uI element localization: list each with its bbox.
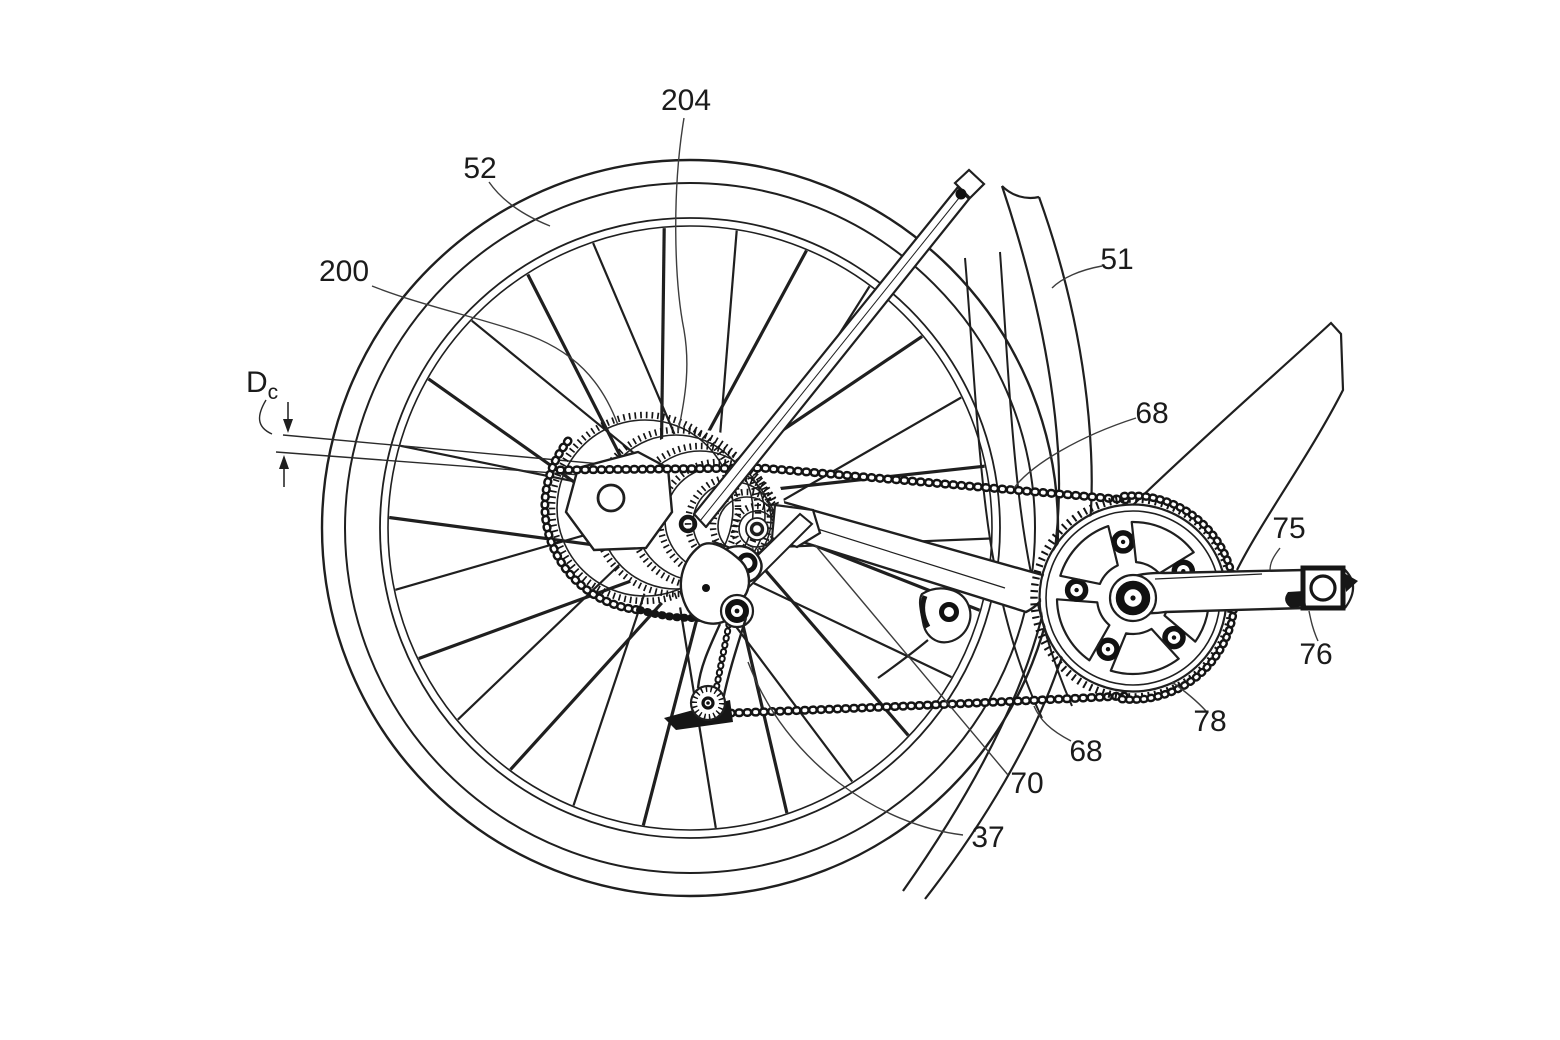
label-76: 76 — [1299, 638, 1332, 671]
spoke — [457, 564, 620, 721]
boss-wing-left — [1285, 591, 1306, 608]
rim-inner-circle — [387, 225, 993, 831]
pedal-axle-hole — [1309, 574, 1337, 602]
leader-51 — [1051, 265, 1103, 289]
rim-outer-circle — [379, 217, 1001, 839]
spoke — [749, 580, 952, 679]
chain-upper-run — [555, 463, 1133, 505]
chainring-bolt-center — [1074, 587, 1079, 593]
label-70: 70 — [1010, 767, 1043, 800]
seat-stay-tube-inner — [964, 251, 1073, 719]
chain-wrap-cassette — [540, 436, 645, 615]
leader-70 — [814, 544, 1009, 776]
chain — [555, 463, 1133, 719]
spider-plate-hole — [596, 483, 626, 513]
leader-200 — [371, 285, 619, 426]
dimension-bracket — [258, 399, 273, 435]
bracket-bolt — [939, 602, 959, 622]
spoke — [395, 526, 611, 591]
crank-arm-detail-line — [1154, 573, 1263, 580]
cassette-cog-teeth — [548, 411, 742, 605]
label-dc-subscript: c — [268, 381, 279, 404]
derailleur-cage — [696, 617, 748, 701]
leader-204 — [675, 117, 688, 433]
frame-tubes — [756, 185, 1345, 900]
leader-78 — [1171, 681, 1207, 712]
label-200: 200 — [319, 255, 369, 288]
leader-68-lower — [1033, 705, 1072, 742]
label-dc-symbol: D — [246, 366, 268, 399]
label-204: 204 — [661, 84, 711, 117]
leader-37 — [747, 661, 964, 836]
boss-wing-right — [1344, 573, 1358, 592]
spoke — [734, 593, 789, 814]
chainstay-bracket — [877, 587, 972, 679]
spider-window — [1055, 598, 1111, 662]
leader-76 — [1308, 610, 1319, 642]
spoke — [697, 249, 808, 450]
spider-window — [1130, 520, 1195, 575]
seat-stay — [692, 168, 986, 529]
spoke — [388, 515, 613, 549]
down-tube — [1132, 321, 1345, 571]
cassette-cog-ring — [556, 419, 734, 597]
chainring-bolt — [1111, 530, 1135, 554]
arrow-head-down-icon — [283, 419, 293, 433]
plate-bolt — [702, 584, 710, 592]
leader-52 — [488, 181, 551, 227]
chainring-bolt — [1096, 637, 1120, 661]
label-52: 52 — [463, 152, 496, 185]
chain-lower-run — [701, 691, 1129, 719]
spoke — [526, 273, 632, 476]
label-68-upper: 68 — [1135, 397, 1168, 430]
chainring-bolt-center — [1171, 635, 1177, 640]
leader-lines — [371, 117, 1319, 836]
label-75: 75 — [1272, 512, 1305, 545]
crankset — [1030, 491, 1358, 704]
axle-pivot — [678, 514, 698, 534]
spoke — [659, 228, 666, 454]
bracket-tail — [877, 639, 929, 679]
spoke — [509, 601, 663, 771]
chainring-bolt-center — [1120, 539, 1126, 545]
guide-pulley — [719, 593, 755, 629]
chainring-spider — [1055, 520, 1211, 676]
spoke — [592, 242, 682, 450]
label-78: 78 — [1193, 705, 1226, 738]
tension-pulley — [689, 684, 727, 722]
spoke — [471, 319, 646, 463]
seat-stay-bolt-icon — [955, 188, 967, 200]
arrow-head-up-icon — [279, 455, 289, 469]
chainring-bolt-center — [1105, 647, 1111, 652]
chainring-bolt — [1064, 578, 1089, 602]
spider-window — [1059, 525, 1119, 585]
spoke — [572, 593, 646, 806]
bracket-shadow-arc — [920, 595, 931, 629]
spoke — [717, 230, 738, 454]
label-68-lower: 68 — [1069, 735, 1102, 768]
spoke — [717, 602, 854, 783]
cassette-lockring-inner — [749, 521, 765, 537]
tire-inner-circle — [344, 182, 1036, 874]
label-51: 51 — [1100, 243, 1133, 276]
label-37: 37 — [971, 821, 1004, 854]
label-dc: Dc — [246, 366, 278, 404]
spider-window — [1109, 627, 1180, 676]
chainring-bolt — [1162, 625, 1186, 650]
spoke — [418, 579, 631, 661]
leader-75 — [1269, 547, 1281, 571]
rear-derailleur — [664, 503, 822, 730]
leader-68-upper — [1013, 417, 1137, 489]
bottom-bracket-hub — [1108, 573, 1158, 623]
pedal-axle-boss — [1285, 565, 1358, 611]
spoke — [767, 396, 962, 511]
cassette-lockring — [745, 517, 769, 541]
